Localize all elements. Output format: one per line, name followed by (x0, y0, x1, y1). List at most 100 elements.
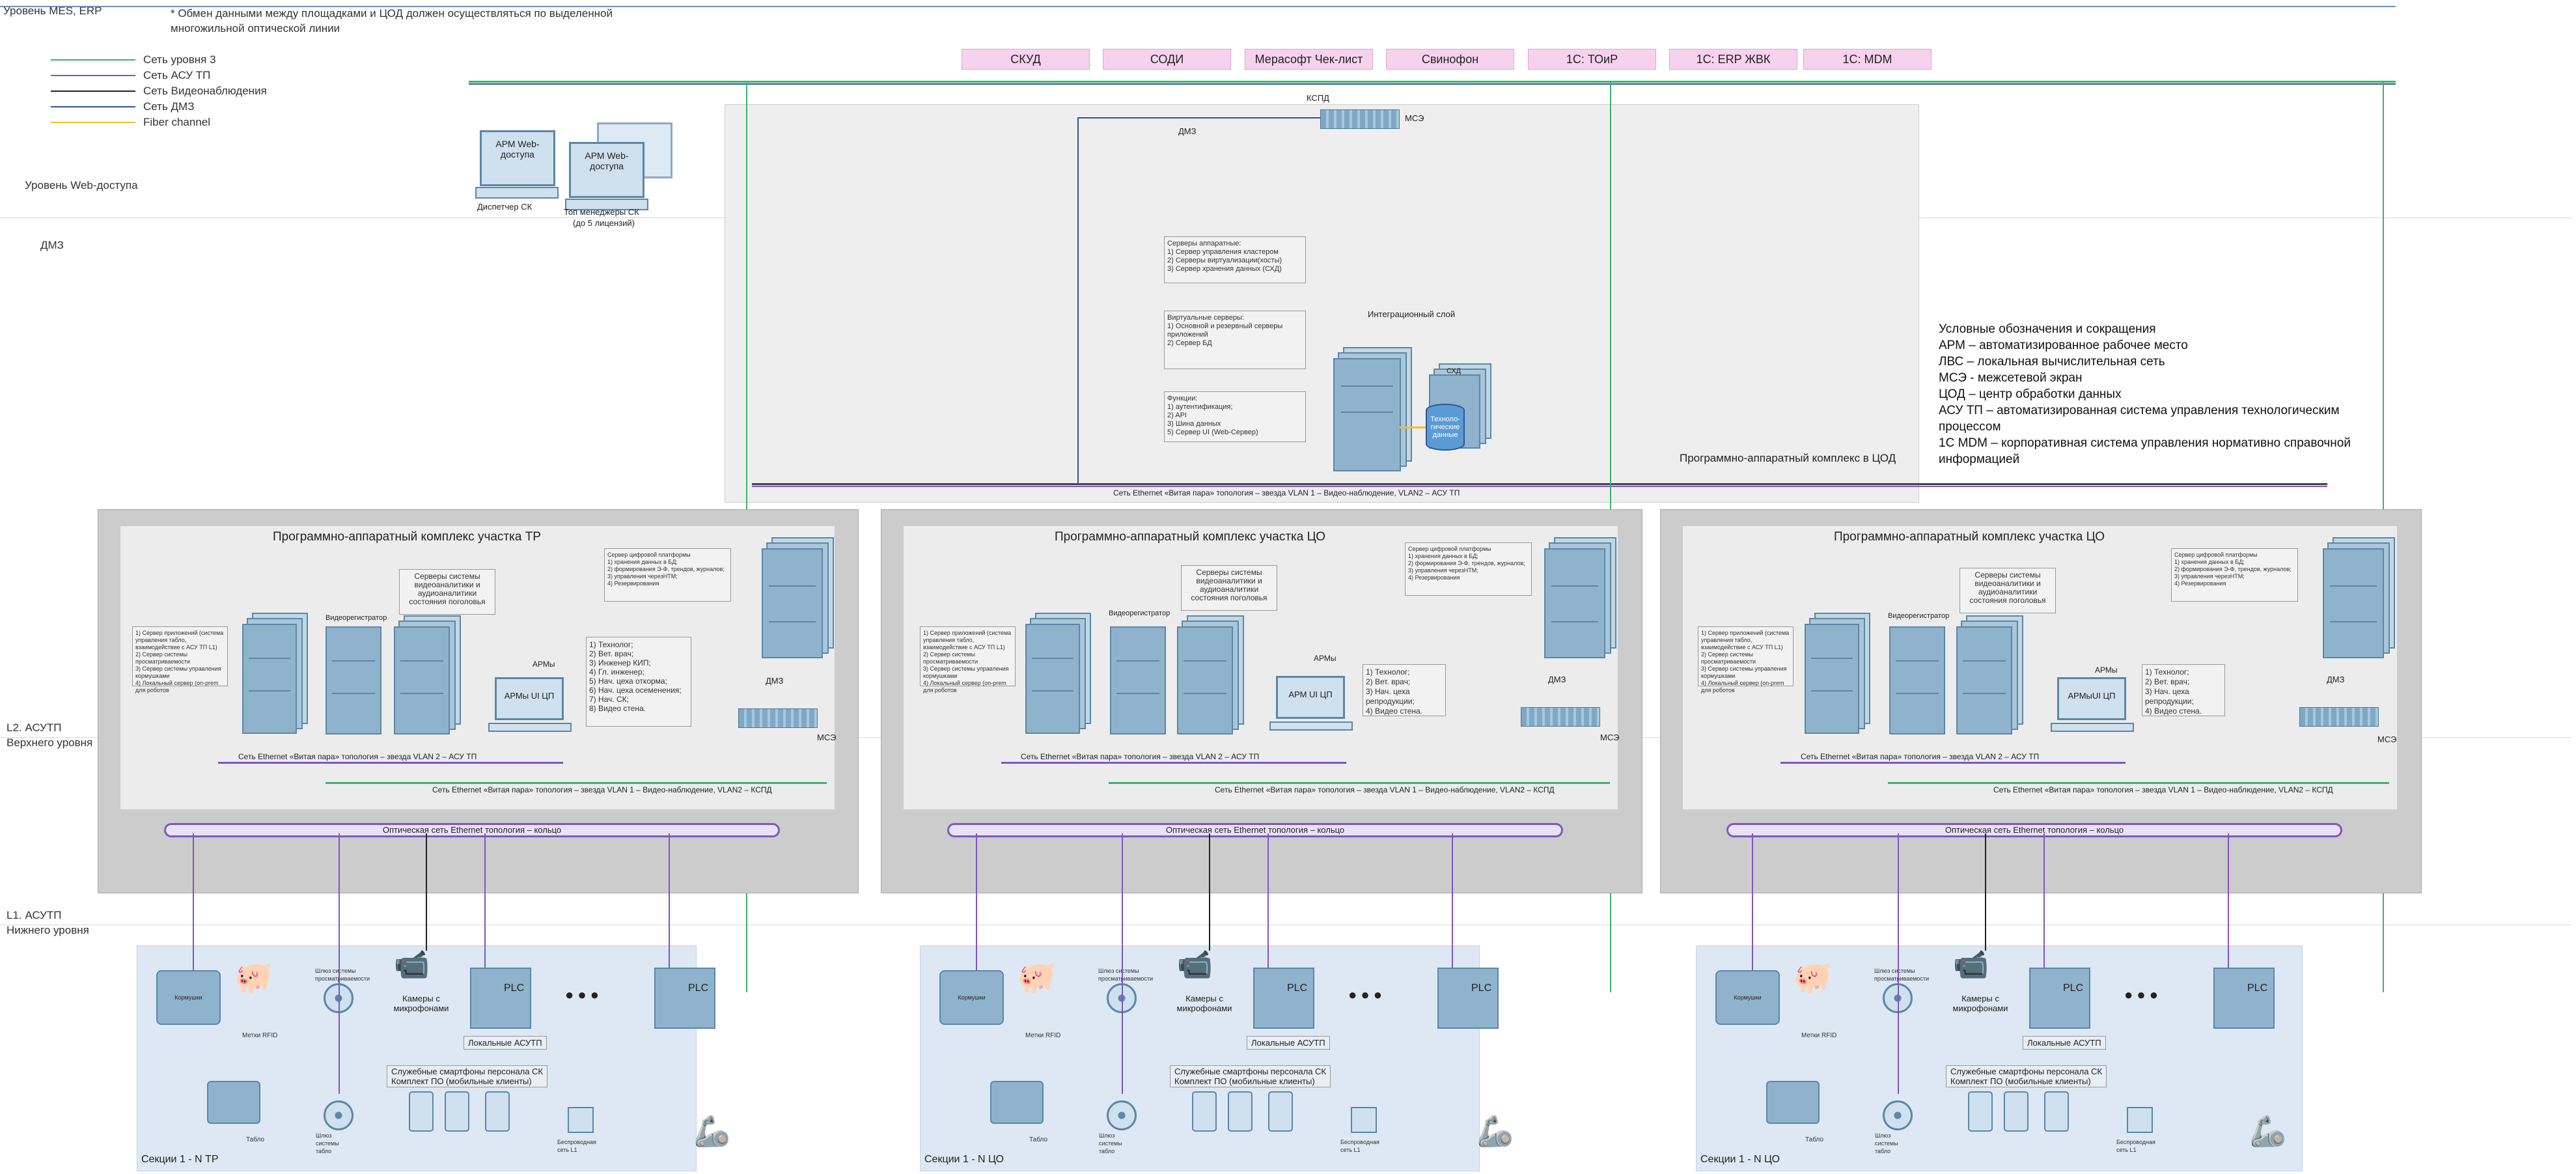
site-2-boards-gateway-label: Шлюз системы табло (1099, 1132, 1122, 1154)
cod-function-item: 1) аутентификация; (1167, 403, 1233, 411)
dmz-horizontal-link (1077, 117, 1320, 119)
managers-keyboard-icon (565, 199, 648, 210)
abbreviation-item: ЦОД – центр обработки данных (1939, 387, 2122, 401)
site-2-field-zone (920, 945, 1480, 1171)
site-3-role: 2) Вет. врач; (2145, 677, 2190, 686)
site-2-drop-gateway (1122, 833, 1123, 1094)
site-3-keyboard-icon (2051, 723, 2134, 732)
site-1-role: 3) Инженер КИП; (589, 658, 651, 667)
site-3-cameras-label: Камеры с микрофонами (1952, 994, 2008, 1013)
site-1-boards-gateway-label: Шлюз системы табло (316, 1132, 339, 1154)
abbreviations-legend: Условные обозначения и сокращения АРМ – … (1939, 321, 2394, 468)
site-2-keyboard-icon (1269, 721, 1353, 731)
site-3-videoreg-icon (1889, 626, 1945, 734)
legend: Сеть уровня 3 Сеть АСУ ТП Сеть Видеонабл… (51, 52, 267, 130)
site-1-left-server-item: 4) Локальный сервер (on-prem для роботов (135, 680, 219, 693)
site-3-local-eth-bar (1780, 762, 2126, 764)
abbreviation-item: ЛВС – локальная вычислительная сеть (1939, 355, 2165, 369)
legend-item-asutp: Сеть АСУ ТП (51, 68, 267, 83)
site-2-left-server-item: 1) Сервер приложений (система управления… (923, 630, 1012, 650)
site-2-drop-camera (1209, 833, 1210, 951)
site-1-pig-icon: 🐖 (234, 960, 273, 995)
legend-item-level3: Сеть уровня 3 (51, 52, 267, 68)
site-2-feeders-icon: Кормушки (939, 970, 1004, 1025)
site-1-drop-gateway (339, 833, 340, 1094)
site-2-left-servers-box: 1) Сервер приложений (система управления… (920, 626, 1016, 693)
site-2-rfid-label: Метки RFID (1025, 1032, 1061, 1039)
site-2-access-point-icon (1351, 1107, 1377, 1133)
site-3-feeders-label: Кормушки (1734, 994, 1762, 1001)
legend-item-dmz: Сеть ДМЗ (51, 99, 267, 115)
site-3-left-server-item: 4) Локальный сервер (on-prem для роботов (1701, 680, 1784, 693)
site-2-platform-item: 4) Резервирования (1408, 574, 1460, 581)
site-1-robot-arm-icon: 🦾 (693, 1114, 731, 1148)
site-3-drop-plc1 (2043, 833, 2045, 968)
site-2-platform-box: Сервер цифровой платформы 1) хранения да… (1405, 542, 1532, 596)
site-1-boards-icon (207, 1081, 260, 1124)
site-3-title: Программно-аппаратный комплекс участка Ц… (1833, 530, 2105, 544)
site-3-dmz-server-icon (2323, 548, 2384, 658)
cod-function-item: 2) API (1167, 412, 1187, 419)
site-1-videoreg-label: Видеорегистратор (325, 614, 387, 622)
site-1-local-asutp-label: Локальные АСУТП (464, 1036, 547, 1050)
site-1-arm-label: АРМы (533, 660, 555, 669)
site-1-left-server-item: 1) Сервер приложений (система управления… (135, 630, 224, 650)
site-3-phone-icon (1968, 1091, 1993, 1132)
level-l2-2: Верхнего уровня (7, 736, 93, 749)
site-2-feeders-label: Кормушки (958, 994, 986, 1001)
note-line-1: * Обмен данными между площадками и ЦОД д… (171, 7, 613, 20)
cod-virtual-item: 2) Сервер БД (1167, 339, 1212, 347)
managers-caption-1: Топ менеджеры СК (564, 207, 639, 217)
site-2-local-asutp-label: Локальные АСУТП (1247, 1036, 1330, 1050)
site-2-roles-box: 1) Технолог; 2) Вет. врач; 3) Нач. цеха … (1363, 664, 1446, 716)
site-3-role: 4) Видео стена. (2145, 706, 2202, 716)
site-1-plc-2: PLC (654, 968, 715, 1029)
site-3-arm-screen: АРМыUI ЦП (2068, 691, 2116, 701)
site-2-platform-item: 1) хранения данных в БД; (1408, 553, 1478, 559)
legend-line-dmz (51, 106, 135, 107)
site-1-section-label: Секции 1 - N ТР (141, 1154, 219, 1165)
skhd-label: СХД (1447, 367, 1461, 375)
site-2-phone-icon (1192, 1091, 1217, 1132)
backbone-dmz (469, 83, 2396, 85)
site-2-app-server-icon (1025, 624, 1080, 734)
abbreviation-item: МСЭ - межсетевой экран (1939, 371, 2083, 385)
site-3-arm-monitor: АРМыUI ЦП (2057, 677, 2126, 720)
site-3-drop-plc2 (2228, 833, 2229, 968)
site-3-drop-feeders (1752, 833, 1753, 970)
site-1-tracking-label: Шлюз системы просматриваемости (315, 968, 370, 982)
site-1-dmz-label: ДМЗ (766, 676, 784, 686)
site-3-robot-arm-icon: 🦾 (2249, 1114, 2287, 1148)
site-2-tracking-label: Шлюз системы просматриваемости (1098, 968, 1154, 982)
top-divider (0, 6, 2396, 7)
site-2-left-server-item: 2) Сервер системы просматриваемости (923, 651, 978, 665)
site-3-section-label: Секции 1 - N ЦО (1700, 1154, 1780, 1165)
legend-label-asutp: Сеть АСУ ТП (143, 69, 211, 81)
site-3-feeders-icon: Кормушки (1715, 970, 1780, 1025)
site-3-eth-label: Сеть Ethernet «Витая пара» топология – з… (1993, 785, 2333, 794)
site-1-role: 2) Вет. врач; (589, 649, 634, 658)
legend-line-level3 (51, 59, 135, 61)
site-2-cameras-label: Камеры с микрофонами (1176, 994, 1232, 1013)
mse-firewall-cod (1320, 109, 1400, 129)
site-3-arm-label: АРМы (2095, 665, 2118, 675)
level-web: Уровень Web-доступа (25, 179, 138, 191)
site-2-plc-1-label: PLC (1287, 983, 1308, 994)
site-2-pig-icon: 🐖 (1018, 960, 1057, 995)
site-1-feeders-label: Кормушки (174, 994, 202, 1001)
site-1-smartphones-label: Служебные смартфоны персонала СК (391, 1067, 544, 1076)
site-1-plc-1: PLC (470, 968, 531, 1029)
site-3-role: 3) Нач. цеха репродукции; (2145, 687, 2194, 706)
abbreviations-title: Условные обозначения и сокращения (1939, 322, 2156, 336)
site-2-camera-icon: 📹 (1177, 949, 1213, 981)
site-3-drop-gateway (1898, 833, 1899, 1094)
site-1-roles-box: 1) Технолог; 2) Вет. врач; 3) Инженер КИ… (586, 637, 691, 727)
abbreviation-item: АСУ ТП – автоматизированная система упра… (1939, 404, 2340, 417)
cod-function-item: 3) Шина данных (1167, 420, 1221, 428)
site-1-cameras-label: Камеры с микрофонами (393, 994, 449, 1013)
site-3-rfid-label: Метки RFID (1801, 1032, 1837, 1039)
site-2-dmz-server-icon (1544, 548, 1605, 658)
site-2-eth-bar (1109, 782, 1610, 784)
legend-label-video: Сеть Видеонаблюдения (143, 85, 267, 97)
site-3-plc-2-label: PLC (2247, 983, 2268, 994)
